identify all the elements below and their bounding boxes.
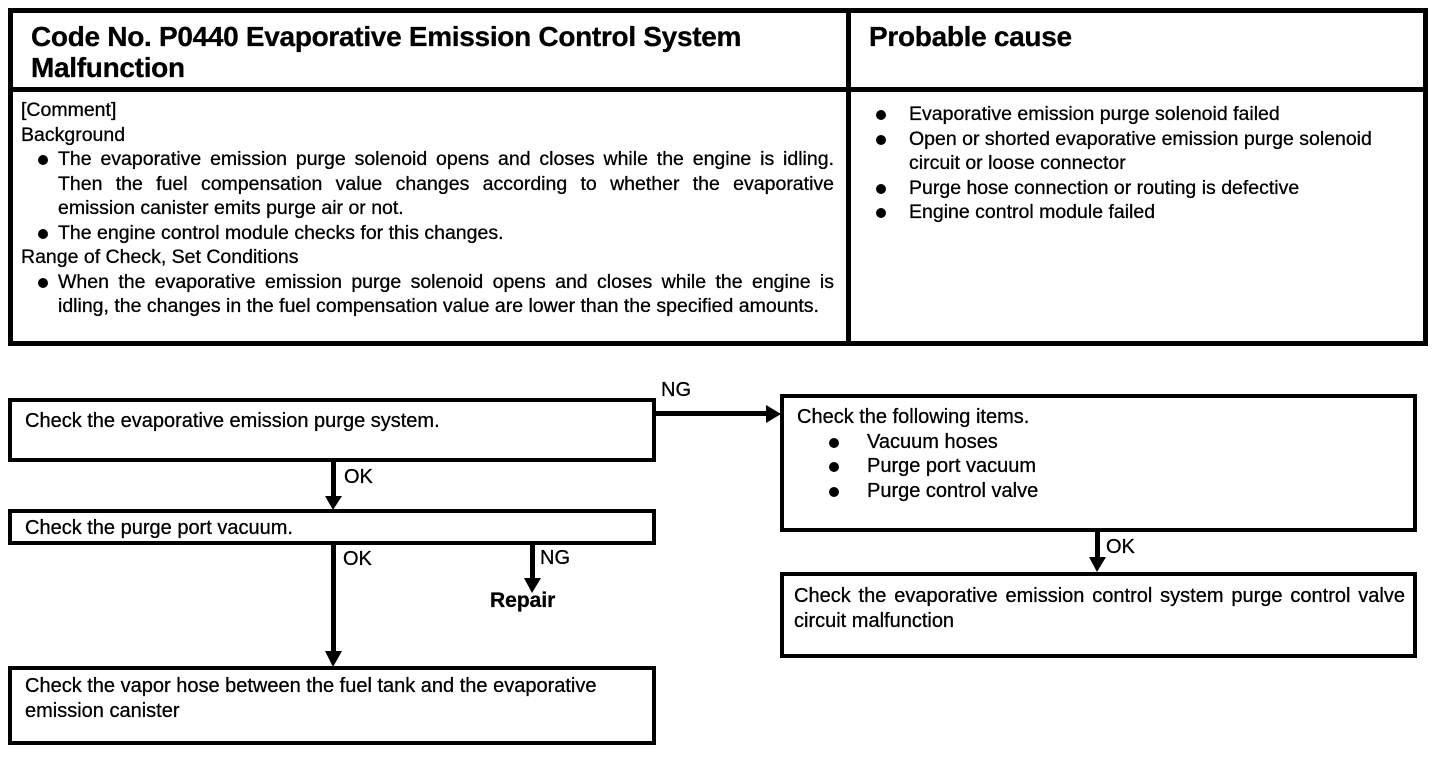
label-ok-1: OK xyxy=(344,466,373,488)
bullet-icon xyxy=(21,270,58,288)
check-item: Purge control valve xyxy=(797,479,1403,504)
flow-box-vapor-hose: Check the vapor hose between the fuel ta… xyxy=(8,666,656,745)
code-title: Code No. P0440 Evaporative Emission Cont… xyxy=(13,13,851,92)
label-repair: Repair xyxy=(490,589,556,612)
probable-cause-list: Evaporative emission purge solenoid fail… xyxy=(851,92,1423,341)
background-bullet: The evaporative emission purge solenoid … xyxy=(21,147,834,221)
check-item: Purge port vacuum xyxy=(797,454,1403,479)
label-ok-2: OK xyxy=(343,548,372,570)
flow-box-check-items: Check the following items. Vacuum hoses … xyxy=(780,394,1417,532)
bullet-icon xyxy=(797,454,867,472)
probable-cause-title: Probable cause xyxy=(851,13,1423,92)
flow-box-purge-valve-result: Check the evaporative emission control s… xyxy=(780,572,1417,658)
bullet-icon xyxy=(864,200,909,218)
connector-ng-down xyxy=(524,545,541,593)
bullet-icon xyxy=(864,102,909,120)
probable-cause-item: Open or shorted evaporative emission pur… xyxy=(864,127,1407,176)
probable-cause-item: Evaporative emission purge solenoid fail… xyxy=(864,102,1407,127)
comment-tag: [Comment] xyxy=(21,99,117,121)
dtc-table: Code No. P0440 Evaporative Emission Cont… xyxy=(8,8,1428,346)
label-ok-3: OK xyxy=(1106,536,1135,558)
label-ng-1: NG xyxy=(661,379,691,401)
bullet-icon xyxy=(21,221,58,239)
flow-box-text: Check the evaporative emission control s… xyxy=(794,585,1405,632)
connector-ng-arrow xyxy=(656,405,781,423)
flow-box-purge-port: Check the purge port vacuum. xyxy=(8,509,656,545)
flow-box-text: Check the purge port vacuum. xyxy=(25,517,293,539)
probable-cause-item: Purge hose connection or routing is defe… xyxy=(864,176,1407,201)
probable-cause-item: Engine control module failed xyxy=(864,200,1407,225)
bullet-icon xyxy=(21,147,58,165)
connector-ok-down-1 xyxy=(325,460,342,510)
range-heading: Range of Check, Set Conditions xyxy=(21,246,299,268)
bullet-icon xyxy=(797,479,867,497)
flow-box-text: Check the vapor hose between the fuel ta… xyxy=(25,675,597,722)
background-heading: Background xyxy=(21,123,126,146)
bullet-icon xyxy=(864,176,909,194)
label-ng-2: NG xyxy=(540,547,570,569)
connector-ok-down-3 xyxy=(1089,532,1106,572)
check-item: Vacuum hoses xyxy=(797,430,1403,455)
flow-box-purge-system: Check the evaporative emission purge sys… xyxy=(8,398,656,462)
bullet-icon xyxy=(864,127,909,145)
comment-section: [Comment] Background The evaporative emi… xyxy=(13,92,851,341)
background-bullet: The engine control module checks for thi… xyxy=(21,221,834,246)
flow-box-text: Check the evaporative emission purge sys… xyxy=(25,410,440,432)
range-bullet: When the evaporative emission purge sole… xyxy=(21,270,834,319)
check-items-title: Check the following items. xyxy=(797,406,1030,428)
bullet-icon xyxy=(797,430,867,448)
connector-ok-down-2 xyxy=(325,545,342,667)
